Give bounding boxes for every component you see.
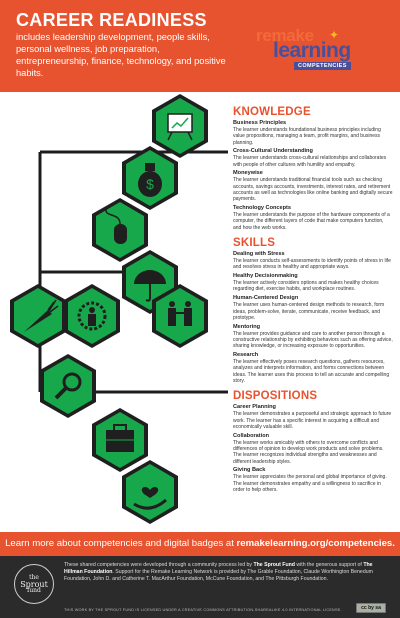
credits-part1: These shared competencies were developed… [64,562,254,568]
section-title: KNOWLEDGE [233,106,311,118]
item-text: The learner understands foundational bus… [233,127,381,146]
item-title: Giving Back [233,467,266,474]
learn-more-banner: Learn more about competencies and digita… [0,532,400,556]
section-title: SKILLS [233,237,276,250]
item-text: The learner effectively poses research q… [233,359,390,384]
credits-text: These shared competencies were developed… [64,562,390,583]
item-title: Collaboration [233,432,270,439]
people-icon [168,301,192,326]
gear-person-icon [77,301,107,331]
page-title: CAREER READINESS [16,10,207,30]
credits-hillman: The Hillman Foundation [64,562,373,575]
item-text: The learner uses human-centered design m… [233,302,385,321]
umbrella-icon [134,270,166,302]
magnifying-glass-icon [54,372,82,400]
list-item: Giving Back The learner appreciates the … [233,467,393,493]
section-skills: SKILLS Dealing with Stress The learner c… [233,237,393,384]
competencies-link[interactable]: remakelearning.org/competencies. [236,538,395,549]
sprout-fund-logo-text: the Sprout fund [17,574,51,595]
item-text: The learner understands the purpose of t… [233,212,390,231]
sprout-logo-fund: fund [27,587,41,594]
credits-part2: with the generous support of [294,562,364,568]
item-title: Healthy Decisionmaking [233,273,298,280]
logo-learning-text: learning [273,39,351,62]
logo-competencies-text: COMPETENCIES [294,62,351,70]
competencies-list: KNOWLEDGE Business Principles The learne… [233,106,393,499]
section-title: DISPOSITIONS [233,390,318,403]
list-item: Cross-Cultural Understanding The learner… [233,148,393,168]
presentation-chart-icon [167,113,193,141]
logo-star-icon: ✦ [329,28,340,42]
sprout-logo-sprout: Sprout [20,579,48,589]
list-item: Career Planning The learner demonstrates… [233,404,393,430]
briefcase-icon [106,424,134,452]
computer-mouse-icon [105,207,127,244]
credits-part3: . Support for the Remake Learning Networ… [64,569,373,582]
sprout-logo-the: the [29,574,39,581]
carrot-icon [24,299,59,332]
item-text: The learner actively considers options a… [233,280,379,293]
list-item: Technology Concepts The learner understa… [233,205,393,231]
license-text: THIS WORK BY THE SPROUT FUND IS LICENSED… [64,608,342,612]
item-text: The learner appreciates the personal and… [233,474,387,493]
item-title: Human-Centered Design [233,295,299,302]
list-item: Moneywise The learner understands tradit… [233,170,393,202]
credits-sprout-fund: The Sprout Fund [253,562,295,568]
creative-commons-badge[interactable]: cc by sa [356,603,386,613]
item-title: Career Planning [233,404,276,411]
item-title: Moneywise [233,170,263,177]
list-item: Research The learner effectively poses r… [233,352,393,384]
sprout-fund-logo [14,564,54,604]
item-title: Dealing with Stress [233,251,285,258]
hexagon [14,288,62,344]
money-bag-icon: $ [138,163,162,197]
item-title: Mentoring [233,323,261,330]
section-knowledge: KNOWLEDGE Business Principles The learne… [233,106,393,231]
list-item: Dealing with Stress The learner conducts… [233,251,393,271]
item-text: The learner demonstrates a purposeful an… [233,411,392,430]
header-banner: CAREER READINESS includes leadership dev… [0,0,400,92]
page-description: includes leadership development, people … [16,32,226,78]
svg-text:$: $ [146,176,154,192]
item-text: The learner understands cross-cultural r… [233,155,387,168]
list-item: Human-Centered Design The learner uses h… [233,295,393,321]
item-title: Technology Concepts [233,205,292,212]
list-item: Healthy Decisionmaking The learner activ… [233,273,393,293]
hexagon [44,358,92,414]
list-item: Collaboration The learner works amicably… [233,433,393,465]
list-item: Mentoring The learner provides guidance … [233,324,393,350]
item-text: The learner works amicably with others t… [233,439,384,465]
remake-learning-logo: remake ✦ learning COMPETENCIES [256,26,386,72]
item-text: The learner provides guidance and care t… [233,330,393,350]
hexagon-svg: $ [10,94,228,524]
hexagon-graphic: $ [0,92,228,532]
list-item: Business Principles The learner understa… [233,120,393,146]
learn-more-text: Learn more about competencies and digita… [5,538,237,549]
hexagon [156,288,204,344]
credits-footer: the Sprout fund These shared competencie… [0,556,400,618]
section-dispositions: DISPOSITIONS Career Planning The learner… [233,390,393,493]
logo-remake-text: remake [256,26,314,45]
hand-heart-icon [133,487,167,510]
item-text: The learner understands traditional fina… [233,177,393,203]
item-title: Business Principles [233,120,287,126]
item-text: The learner conducts self-assessments to… [233,258,391,271]
item-title: Research [233,352,259,359]
item-title: Cross-Cultural Understanding [233,148,313,155]
